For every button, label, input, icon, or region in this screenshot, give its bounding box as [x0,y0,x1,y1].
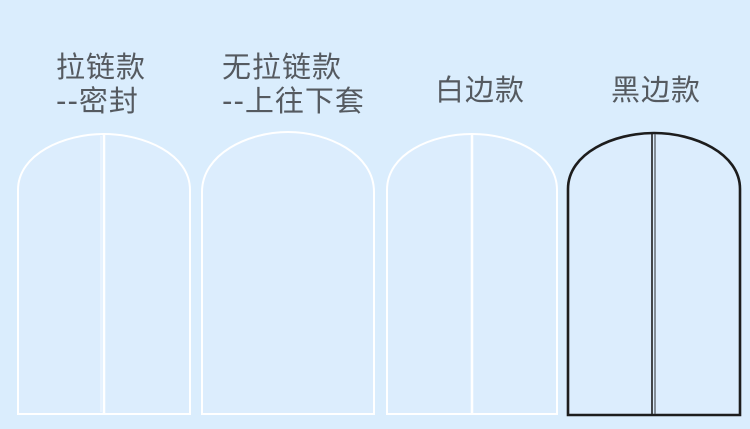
variant-name: 黑边款 [611,73,702,107]
variant-label-white-edge: 白边款 [435,73,525,107]
variant-name: 拉链款 [56,50,147,84]
garment-bag-black-edge [566,131,742,417]
variant-name: 白边款 [435,73,526,107]
variant-name: 无拉链款 [222,50,343,84]
variant-label-zipper: 拉链款 --密封 [56,50,146,118]
variant-note: --密封 [56,84,139,118]
variant-note: --上往下套 [222,84,365,118]
variant-label-no-zipper: 无拉链款 --上往下套 [222,50,365,118]
garment-bag-no-zipper [200,130,376,416]
variant-label-black-edge: 黑边款 [611,73,701,107]
garment-bag-white-edge [385,132,559,416]
garment-bag-zipper [16,132,192,416]
